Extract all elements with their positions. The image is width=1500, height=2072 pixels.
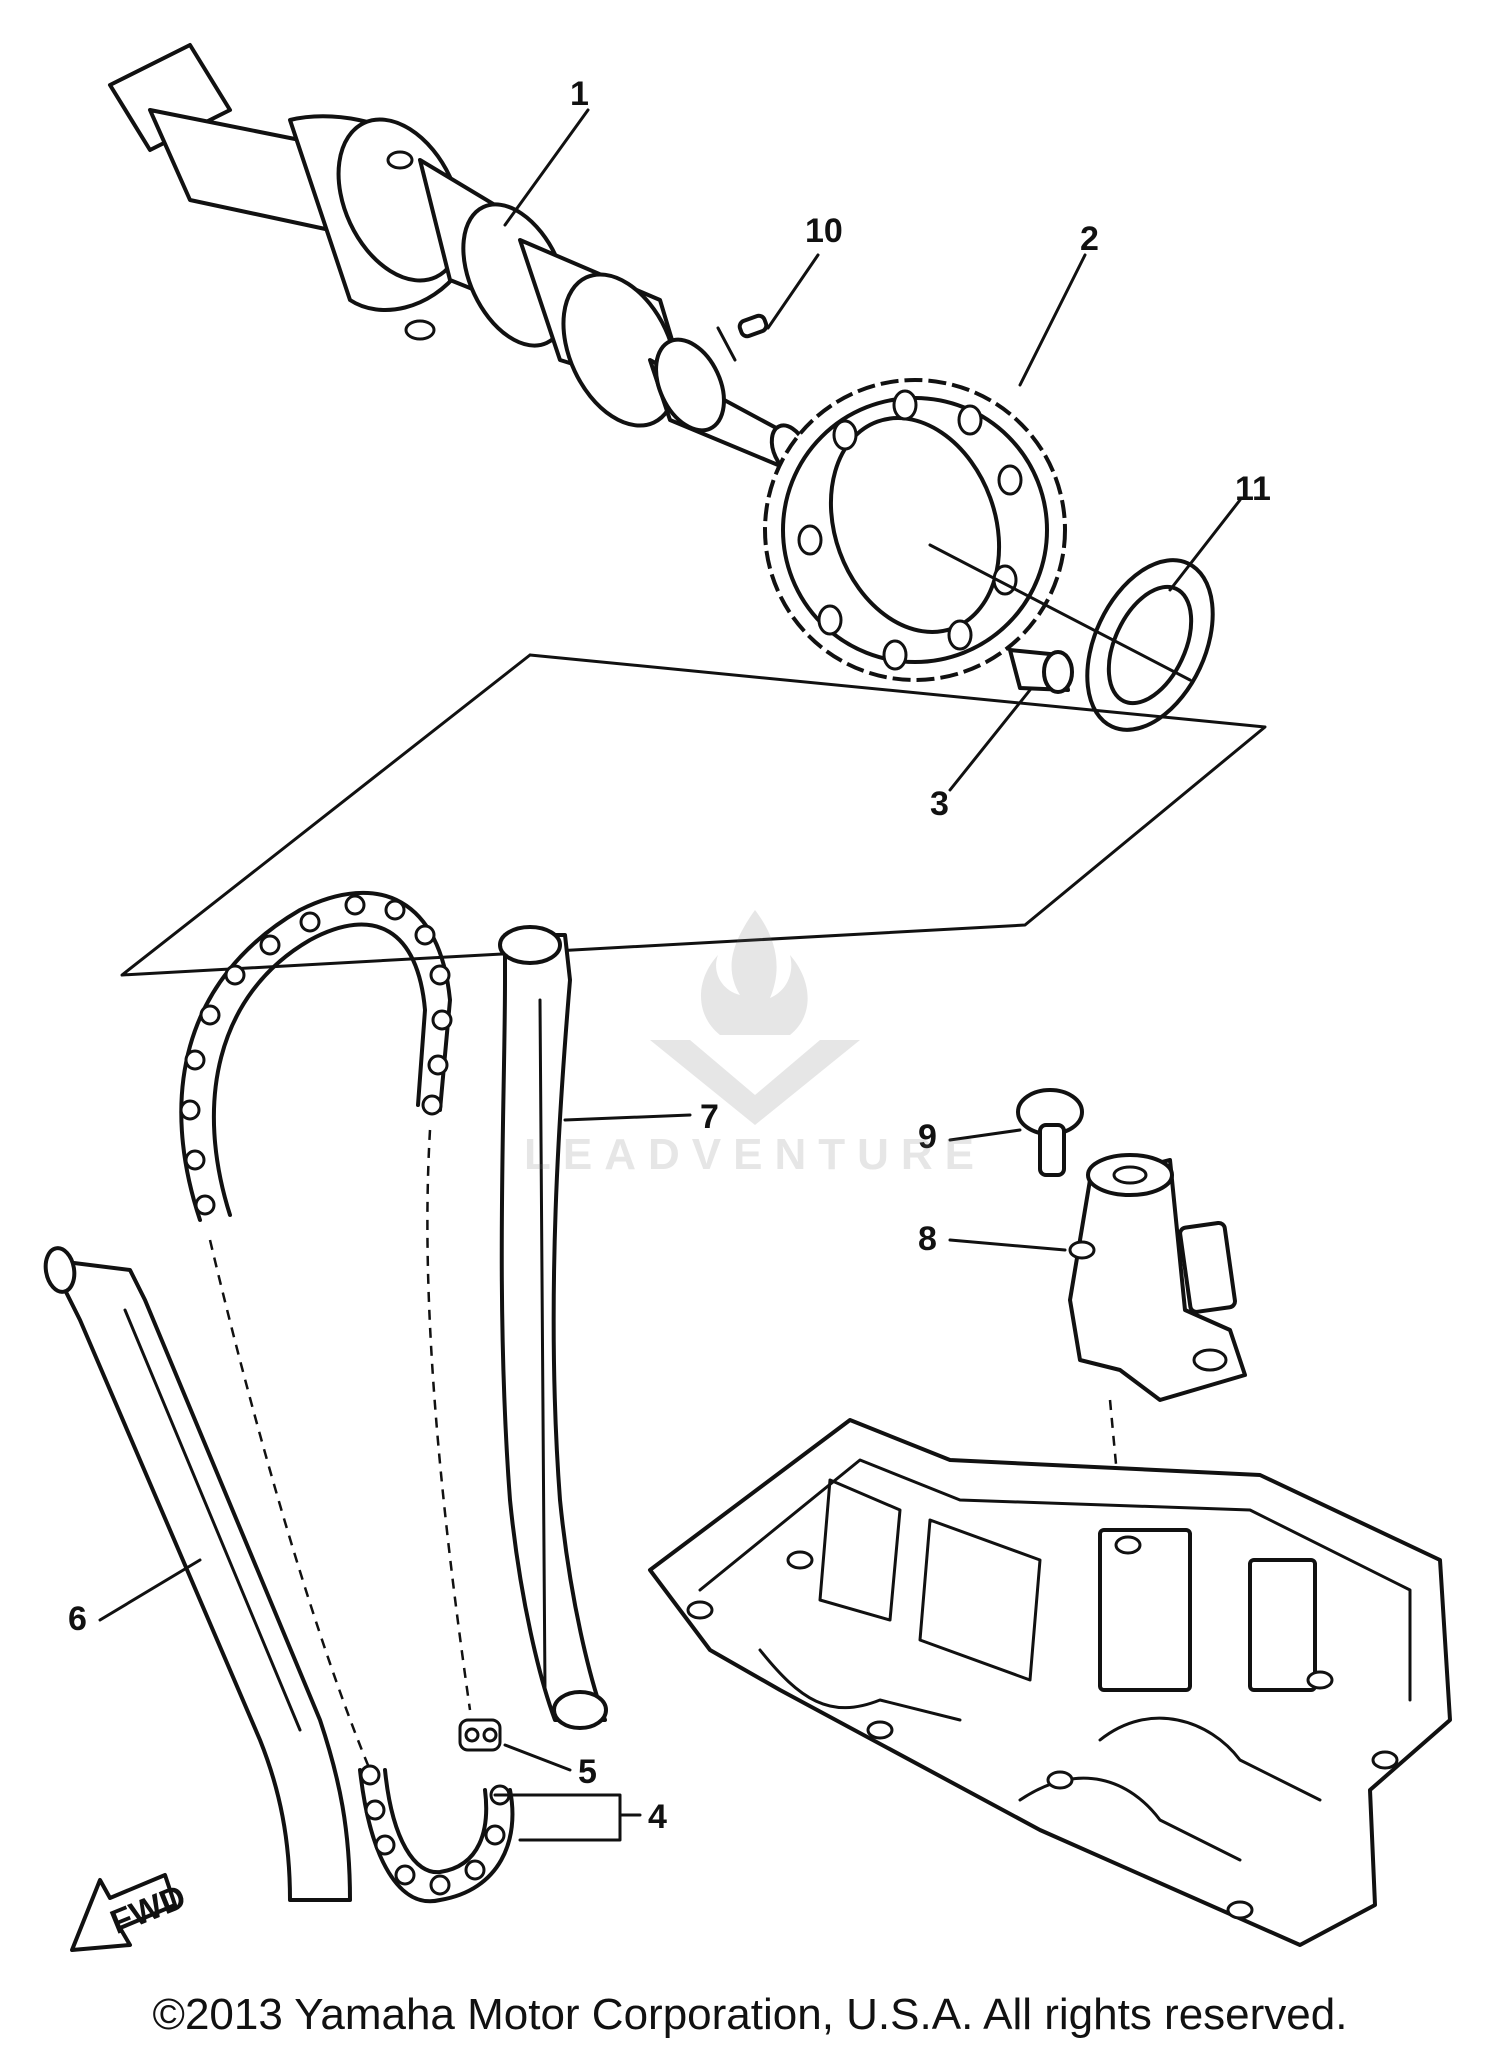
leader-lines: [98, 108, 1242, 1842]
callout-labels: 1 2 3 4 5 6 7 8 9 10 11: [68, 75, 1271, 1836]
chain-tensioner: [1068, 1153, 1247, 1402]
brand-logo-icon: [650, 910, 860, 1125]
watermark-brand: LEADVENTURE: [523, 1130, 987, 1179]
callout-2: 2: [1080, 220, 1099, 258]
dowel-pin: [716, 313, 769, 362]
callout-8: 8: [918, 1220, 937, 1258]
callout-11: 11: [1235, 470, 1271, 508]
callout-5: 5: [578, 1753, 597, 1791]
camshaft: [108, 43, 811, 477]
watermark: LEADVENTURE: [490, 900, 1020, 1200]
timing-chain-upper: [179, 890, 453, 1222]
copyright-notice: ©2013 Yamaha Motor Corporation, U.S.A. A…: [152, 1990, 1348, 2039]
tensioner-bolt: [1016, 1088, 1084, 1177]
camshaft-chain-diagram: 1 2 3 4 5 6 7 8 9 10 11 FWD: [43, 43, 1452, 1952]
chain-guide-front: [498, 925, 608, 1730]
oil-seal: [1085, 558, 1215, 732]
chain-guide-rear: [43, 1246, 352, 1902]
timing-chain-lower: [358, 1764, 515, 1904]
fwd-direction-badge: FWD: [70, 1873, 191, 1952]
callout-3: 3: [930, 785, 949, 823]
callout-9: 9: [918, 1118, 937, 1156]
callout-4: 4: [648, 1798, 667, 1836]
sprocket-bolt: [1008, 648, 1074, 694]
callout-1: 1: [570, 75, 589, 113]
callout-7: 7: [700, 1098, 719, 1136]
cylinder-head: [648, 1418, 1452, 1947]
callout-10: 10: [805, 212, 843, 250]
cam-sprocket: [763, 378, 1067, 682]
callout-6: 6: [68, 1600, 87, 1638]
chain-master-link: [458, 1718, 502, 1752]
